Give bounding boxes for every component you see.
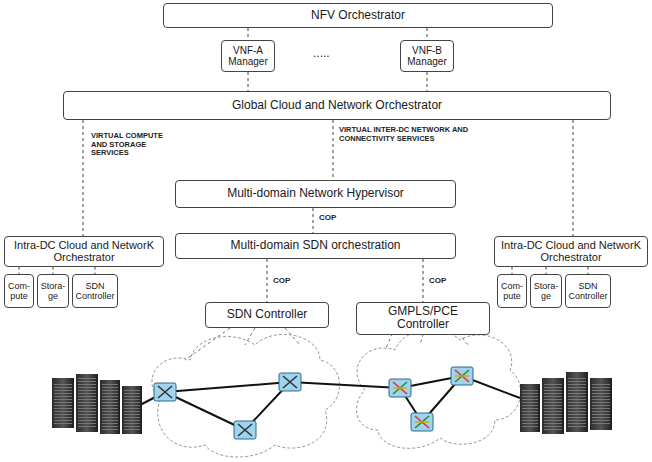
box-label: GMPLS/PCE Controller (361, 305, 485, 332)
edge-label: VIRTUAL INTER-DC NETWORK AND CONNECTIVIT… (338, 126, 480, 143)
orchestrator-box: Multi-domain SDN orchestration (175, 233, 456, 259)
edge-label: VIRTUAL COMPUTE AND STORAGE SERVICES (90, 132, 170, 158)
edge-label: COP (318, 213, 350, 222)
dashed-connector (248, 72, 249, 91)
resource-box: Com- pute (497, 274, 527, 308)
box-label: SDN Controller (227, 308, 308, 321)
box-label: Intra-DC Cloud and NetworK Orchestrator (9, 239, 159, 264)
box-label: SDN Controller (74, 281, 116, 301)
box-label: Stora- ge (39, 281, 67, 301)
dashed-connector (83, 120, 84, 236)
box-label: Stora- ge (532, 281, 560, 301)
dashed-connector (333, 120, 334, 180)
box-label: Multi-domain Network Hypervisor (227, 187, 404, 200)
dashed-connector (267, 259, 268, 302)
box-label: Com- pute (499, 281, 525, 301)
box-label: SDN Controller (567, 281, 609, 301)
resource-box: Com- pute (4, 274, 34, 308)
orchestrator-box: NFV Orchestrator (163, 3, 553, 28)
resource-box: Stora- ge (37, 274, 69, 308)
dashed-connector (427, 28, 428, 40)
dashed-connector (546, 267, 547, 274)
resource-box: Stora- ge (530, 274, 562, 308)
box-label: NFV Orchestrator (311, 9, 405, 22)
resource-box: SDN Controller (565, 274, 611, 308)
box-label: Com- pute (6, 281, 32, 301)
orchestrator-box: Intra-DC Cloud and NetworK Orchestrator (4, 236, 164, 267)
orchestrator-box: GMPLS/PCE Controller (356, 302, 490, 335)
box-label: Intra-DC Cloud and NetworK Orchestrator (499, 239, 643, 264)
dashed-connector (53, 267, 54, 274)
orchestrator-box: SDN Controller (205, 302, 329, 328)
dashed-connector (588, 267, 589, 274)
dashed-connector (427, 72, 428, 91)
orchestrator-box: VNF-B Manager (400, 40, 454, 72)
dashed-connector (423, 259, 424, 302)
orchestrator-box: VNF-A Manager (221, 40, 275, 72)
orchestrator-box: Multi-domain Network Hypervisor (175, 180, 456, 208)
dashed-connector (573, 120, 574, 236)
dashed-connector (313, 208, 314, 233)
ellipsis-label: ..... (313, 46, 330, 60)
dashed-connector (19, 267, 20, 274)
resource-box: SDN Controller (72, 274, 118, 308)
edge-label: COP (428, 276, 460, 285)
dashed-connector (248, 28, 249, 40)
dashed-connector (95, 267, 96, 274)
edge-label: COP (272, 276, 304, 285)
box-label: Global Cloud and Network Orchestrator (232, 99, 442, 112)
box-label: Multi-domain SDN orchestration (230, 239, 400, 252)
orchestrator-box: Global Cloud and Network Orchestrator (63, 91, 611, 120)
box-label: VNF-A Manager (226, 45, 270, 67)
orchestrator-box: Intra-DC Cloud and NetworK Orchestrator (494, 236, 648, 267)
box-label: VNF-B Manager (405, 45, 449, 67)
dashed-connector (512, 267, 513, 274)
